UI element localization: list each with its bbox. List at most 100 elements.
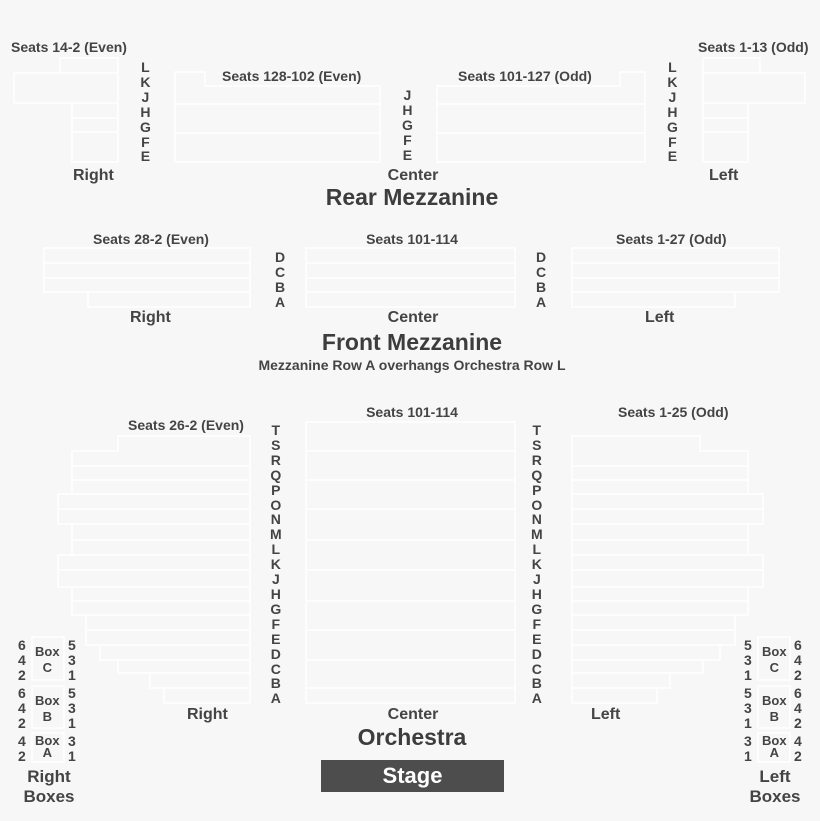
- seat-number: 5: [68, 685, 76, 701]
- row-label: D: [531, 645, 542, 662]
- front-mezzanine-title: Front Mezzanine: [321, 329, 503, 355]
- left-box-a-outer-seats: 4 2: [794, 734, 802, 764]
- seat-number: 3: [68, 700, 76, 716]
- seat-number: 1: [744, 667, 752, 683]
- seat-number: 5: [744, 685, 752, 701]
- right-box-c-outline: [31, 636, 65, 681]
- right-box-c-outer-seats: 6 4 2: [18, 638, 26, 683]
- orchestra-right-seats: Seats 26-2 (Even): [128, 417, 244, 433]
- box-word: Box: [762, 644, 787, 659]
- seat-number: 4: [18, 700, 26, 716]
- row-label: B: [270, 675, 281, 692]
- row-label: L: [141, 59, 150, 75]
- seat-number: 4: [794, 700, 802, 716]
- seat-number: 3: [744, 652, 752, 668]
- front-mezz-right-rows: D C B A: [275, 250, 285, 310]
- seat-number: 6: [794, 685, 802, 701]
- row-label: D: [270, 645, 281, 662]
- orchestra-center-label: Center: [387, 706, 439, 723]
- row-label: G: [667, 118, 678, 135]
- right-box-a-outer-seats: 4 2: [18, 734, 26, 764]
- seat-number: 3: [68, 733, 76, 749]
- rear-mezz-left-label: Left: [709, 167, 739, 184]
- row-label: J: [141, 88, 150, 105]
- box-word: Box: [35, 733, 60, 748]
- row-label: L: [668, 59, 677, 75]
- stage: Stage: [321, 760, 504, 792]
- rear-mezz-left-seats: Seats 1-13 (Odd): [698, 39, 809, 55]
- rear-mezz-center-left-seats: Seats 128-102 (Even): [222, 68, 362, 84]
- seat-number: 4: [794, 733, 802, 749]
- row-label: E: [271, 630, 281, 647]
- row-label: K: [140, 73, 151, 90]
- row-label: F: [271, 615, 281, 632]
- row-label: M: [270, 526, 282, 543]
- rear-mezz-center-right-outline: [436, 71, 646, 163]
- left-box-a-outline: [757, 732, 791, 763]
- box-word: Box: [35, 644, 60, 659]
- row-label: T: [271, 422, 281, 438]
- right-box-a-inner-seats: 3 1: [68, 734, 76, 764]
- orchestra-title: Orchestra: [357, 724, 467, 750]
- left-boxes-title-2: Boxes: [749, 787, 801, 806]
- front-mezz-left-rows: D C B A: [536, 250, 546, 310]
- seat-number: 2: [794, 748, 802, 764]
- seat-number: 6: [794, 637, 802, 653]
- box-letter: C: [769, 660, 779, 675]
- row-label: D: [536, 249, 547, 265]
- rear-mezz-right-label: Right: [73, 167, 114, 184]
- row-label: C: [536, 263, 547, 280]
- row-label: H: [531, 585, 542, 602]
- row-label: O: [270, 496, 282, 513]
- right-box-b-outer-seats: 6 4 2: [18, 686, 26, 731]
- seat-number: 2: [18, 748, 26, 764]
- seat-number: 2: [794, 667, 802, 683]
- row-label: J: [271, 571, 280, 588]
- row-label: P: [532, 481, 542, 498]
- box-word: Box: [762, 693, 787, 708]
- rear-mezz-left-rows: L K J H G F E: [667, 60, 678, 164]
- row-label: C: [531, 660, 542, 677]
- right-box-b-inner-seats: 5 3 1: [68, 686, 76, 731]
- row-label: Q: [531, 466, 543, 483]
- orchestra-left-outline: [571, 435, 764, 704]
- row-label: L: [271, 541, 281, 558]
- rear-mezz-right-seats: Seats 14-2 (Even): [11, 39, 127, 55]
- right-box-b-label: Box B: [35, 693, 60, 725]
- seat-number: 1: [68, 667, 76, 683]
- row-label: J: [668, 88, 677, 105]
- orchestra-center-outline: [305, 421, 516, 704]
- row-label: K: [667, 73, 678, 90]
- rear-mezz-center-label: Center: [387, 167, 439, 184]
- box-letter: B: [769, 709, 779, 724]
- seat-number: 2: [18, 667, 26, 683]
- row-label: H: [402, 101, 413, 118]
- row-label: M: [531, 526, 543, 543]
- row-label: P: [271, 481, 281, 498]
- left-box-a-label: Box A: [762, 734, 787, 760]
- seat-number: 3: [68, 652, 76, 668]
- box-letter: A: [769, 745, 779, 760]
- left-box-b-inner-seats: 5 3 1: [744, 686, 752, 731]
- right-boxes-title-2: Boxes: [23, 787, 75, 806]
- box-letter: C: [42, 660, 52, 675]
- row-label: N: [531, 511, 542, 528]
- row-label: A: [275, 293, 286, 310]
- left-box-a-inner-seats: 3 1: [744, 734, 752, 764]
- row-label: T: [532, 422, 542, 438]
- row-label: A: [536, 293, 547, 310]
- seat-number: 5: [68, 637, 76, 653]
- rear-mezz-left-outline: [702, 57, 806, 163]
- right-box-c-label: Box C: [35, 644, 60, 676]
- row-label: E: [140, 148, 151, 165]
- left-box-b-label: Box B: [762, 693, 787, 725]
- right-box-a-label: Box A: [35, 733, 60, 759]
- row-label: D: [275, 249, 286, 265]
- row-label: H: [667, 103, 678, 120]
- row-label: N: [270, 511, 281, 528]
- rear-mezz-right-rows: L K J H G F E: [140, 60, 151, 164]
- rear-mezzanine-title: Rear Mezzanine: [325, 184, 499, 210]
- stage-label: Stage: [382, 763, 443, 788]
